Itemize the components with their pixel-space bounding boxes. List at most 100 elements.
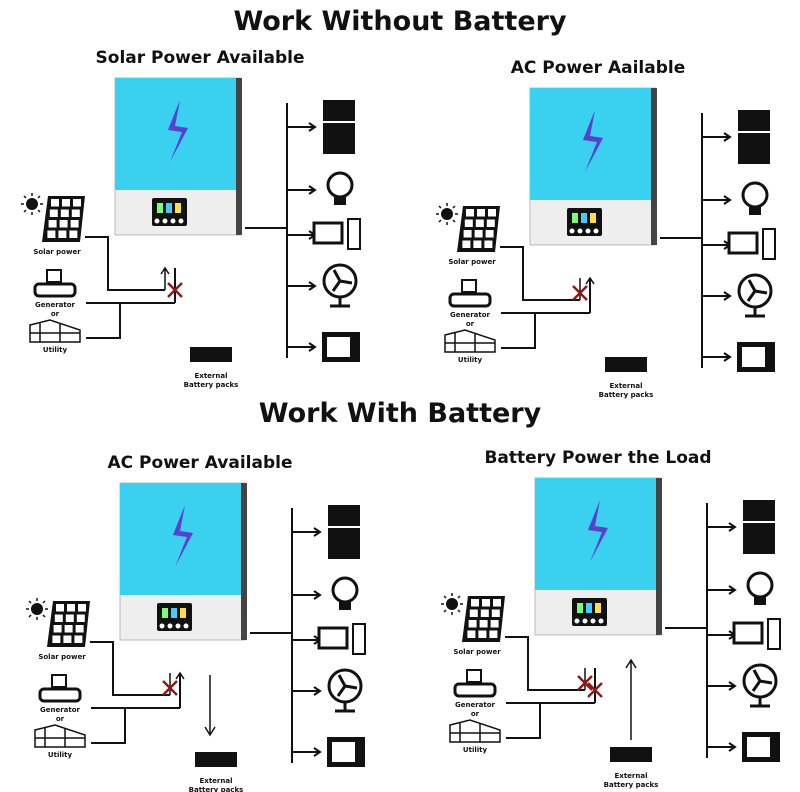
- sun-rays: [21, 193, 43, 215]
- inverter-button: [159, 623, 165, 629]
- light-bulb-icon: [741, 181, 769, 215]
- inverter: [534, 477, 662, 636]
- refrigerator-icon: [328, 505, 360, 559]
- solar-cell: [485, 230, 494, 238]
- solar-cell: [51, 199, 59, 207]
- output-line: [660, 113, 703, 368]
- inverter-button: [569, 228, 575, 234]
- solar-cell: [65, 614, 74, 622]
- or-label: or: [466, 320, 475, 328]
- solar-cell: [484, 240, 493, 248]
- load-line: [292, 747, 322, 757]
- solar-cell: [71, 209, 80, 217]
- solar-power-label: Solar power: [453, 648, 501, 656]
- sun-rays: [26, 598, 48, 620]
- display-segment: [586, 603, 592, 613]
- solar-cell: [469, 609, 478, 617]
- battery-packs-label: Battery packs: [599, 391, 654, 399]
- generator-icon: [46, 269, 62, 283]
- tv-icon: [737, 342, 775, 372]
- pc-tower: [347, 218, 361, 250]
- solar-power-label: Solar power: [38, 653, 86, 661]
- blocked-cross-icon: [587, 682, 603, 698]
- tv-icon: [322, 332, 360, 362]
- fan-icon: [737, 273, 773, 318]
- solar-cell: [477, 209, 485, 217]
- solar-power-label: Solar power: [33, 248, 81, 256]
- load-line: [702, 240, 732, 250]
- lightning-logo-icon: [168, 100, 188, 162]
- solar-cell: [52, 635, 61, 643]
- solar-cell: [63, 635, 72, 643]
- solar-cell: [491, 609, 500, 617]
- display-segment: [166, 203, 172, 213]
- grid-line: [506, 702, 595, 739]
- inverter-button: [590, 618, 596, 624]
- inverter-button: [154, 218, 160, 224]
- title-without-battery: Work Without Battery: [233, 6, 567, 37]
- tv-icon: [327, 737, 365, 767]
- pc-tower: [767, 618, 781, 650]
- arrow-up-icon: [160, 266, 170, 290]
- tv-screen: [747, 737, 770, 757]
- inverter-button: [183, 623, 189, 629]
- load-line: [707, 681, 737, 691]
- battery-icon-label: BATTERY: [194, 352, 230, 360]
- generator-body: [448, 292, 492, 308]
- light-bulb-icon: [326, 171, 354, 205]
- computer-icon: [732, 618, 781, 650]
- bulb-base: [749, 207, 761, 215]
- utility-pylon-icon: [444, 329, 496, 353]
- light-bulb-icon: [331, 576, 359, 610]
- inverter: [119, 482, 247, 641]
- inverter-button: [167, 623, 173, 629]
- computer-icon: [312, 221, 344, 245]
- pc-tower: [352, 623, 366, 655]
- discharge-arrow-icon: [625, 658, 637, 740]
- solar-cell: [473, 240, 482, 248]
- solar-cell: [467, 630, 476, 638]
- load-line: [707, 522, 737, 532]
- battery-icon-label: BATTERY: [614, 752, 650, 760]
- quadrant-title: Solar Power Available: [96, 48, 305, 68]
- solar-line: [500, 246, 580, 301]
- solar-cell: [475, 219, 484, 227]
- quadrant-title: AC Power Available: [108, 453, 293, 473]
- external-label: External: [610, 382, 643, 390]
- inverter-front-panel: [120, 483, 245, 595]
- solar-cell: [489, 630, 498, 638]
- output-line: [245, 103, 288, 358]
- pc-tower: [762, 228, 776, 260]
- external-label: External: [615, 772, 648, 780]
- solar-cell: [471, 599, 479, 607]
- load-line: [707, 585, 737, 595]
- solar-cell: [60, 209, 69, 217]
- inverter-side: [241, 483, 247, 640]
- solar-cell: [62, 199, 70, 207]
- load-line: [287, 122, 317, 132]
- battery-packs-label: Battery packs: [184, 381, 239, 389]
- light-bulb-icon: [746, 571, 774, 599]
- display-segment: [162, 608, 168, 618]
- battery-icon-label: BATTERY: [199, 757, 235, 765]
- generator-icon: [466, 669, 482, 683]
- light-bulb-icon: [746, 571, 774, 605]
- load-line: [292, 527, 322, 537]
- load-line: [292, 590, 322, 600]
- solar-cell: [48, 220, 57, 228]
- or-label: or: [471, 710, 480, 718]
- sun-rays: [441, 593, 463, 615]
- sun-rays: [436, 203, 458, 225]
- fan-icon: [742, 663, 778, 708]
- computer-icon: [727, 231, 759, 255]
- inverter-side: [651, 88, 657, 245]
- utility-pylon-icon: [449, 719, 501, 743]
- quadrant-title: AC Power Aailable: [511, 58, 686, 78]
- inverter-front-panel: [115, 78, 240, 190]
- solar-cell: [59, 220, 68, 228]
- solar-cell: [478, 630, 487, 638]
